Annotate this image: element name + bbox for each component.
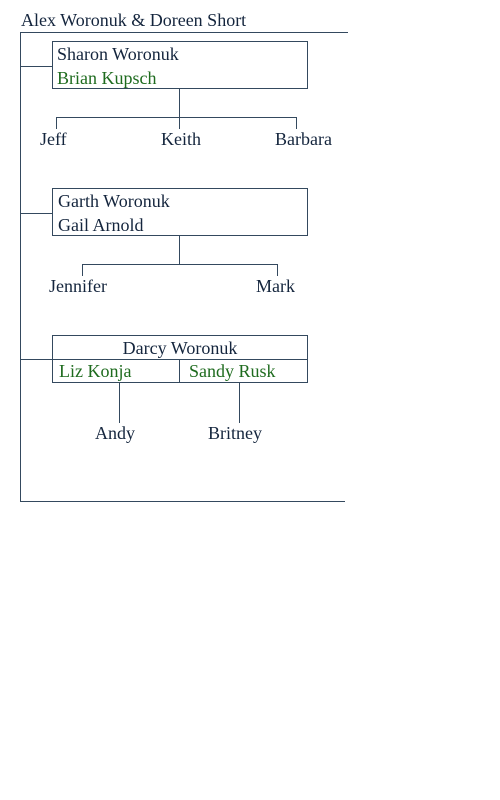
family-1-child-drop (56, 117, 57, 129)
family-1-child-drop (179, 117, 180, 129)
family-2-child-drop (82, 264, 83, 276)
family-2-children-bar (82, 264, 278, 265)
family-3-box-divider (53, 359, 307, 360)
family-3-couple-box: Darcy Woronuk Liz Konja Sandy Rusk (52, 335, 308, 383)
family-3-spouse-2: Sandy Rusk (189, 361, 276, 381)
family-2-child-drop (277, 264, 278, 276)
family-1-descent-line (179, 89, 180, 117)
family-1-couple-box: Sharon Woronuk Brian Kupsch (52, 41, 308, 89)
root-top-line (20, 32, 348, 33)
family-2-couple-box: Garth Woronuk Gail Arnold (52, 188, 308, 236)
family-2-child: Mark (256, 276, 295, 296)
root-bottom-line (20, 501, 345, 502)
family-3-spouse-1-descent-line (119, 383, 120, 423)
family-1-connector (20, 66, 53, 67)
family-3-child: Britney (208, 423, 262, 443)
family-1-child: Keith (161, 129, 201, 149)
family-2-descent-line (179, 236, 180, 264)
family-3-person: Darcy Woronuk (122, 338, 238, 358)
family-1-child: Barbara (275, 129, 332, 149)
family-1-child-drop (296, 117, 297, 129)
family-3-spouse-divider (179, 359, 180, 382)
family-2-person: Garth Woronuk (58, 191, 170, 211)
root-couple-title: Alex Woronuk & Doreen Short (21, 10, 247, 30)
root-trunk-line (20, 32, 21, 502)
family-1-person: Sharon Woronuk (57, 44, 179, 64)
family-3-child: Andy (95, 423, 135, 443)
family-2-connector (20, 213, 53, 214)
family-2-child: Jennifer (49, 276, 107, 296)
family-1-child: Jeff (40, 129, 67, 149)
family-3-spouse-2-descent-line (239, 383, 240, 423)
family-3-connector (20, 359, 53, 360)
family-1-children-bar (56, 117, 297, 118)
family-2-spouse: Gail Arnold (58, 215, 144, 235)
family-3-spouse-1: Liz Konja (59, 361, 132, 381)
family-1-spouse: Brian Kupsch (57, 68, 157, 88)
